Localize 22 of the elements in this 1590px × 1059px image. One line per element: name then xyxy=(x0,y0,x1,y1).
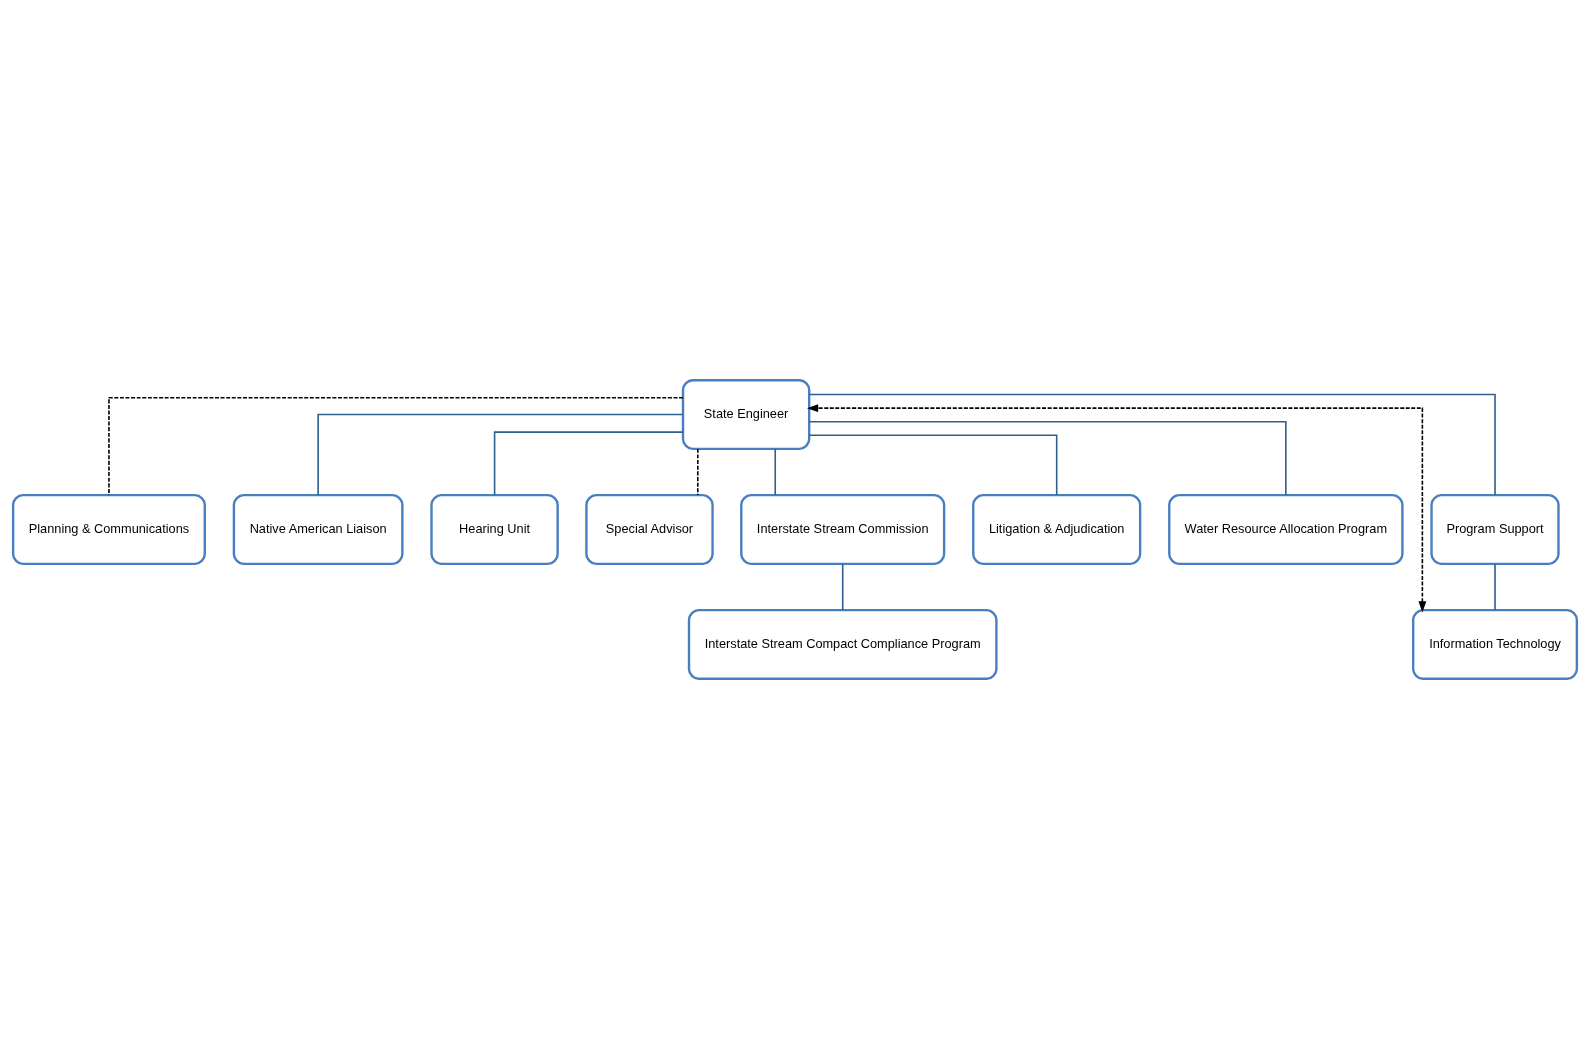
connector xyxy=(108,396,684,496)
node-box: Planning & Communications xyxy=(11,493,206,566)
arrow xyxy=(807,404,1427,613)
connector xyxy=(697,448,699,496)
connector xyxy=(493,431,684,496)
connector xyxy=(1494,563,1496,611)
connector xyxy=(317,413,684,496)
node-box: Information Technology xyxy=(1412,608,1579,680)
connector xyxy=(841,563,844,611)
connector xyxy=(808,420,1287,496)
node-box: Special Advisor xyxy=(585,493,714,566)
node-box: Water Resource Allocation Program xyxy=(1168,493,1404,566)
node-box: Litigation & Adjudication xyxy=(972,493,1142,566)
node-box: Interstate Stream Commission xyxy=(740,493,946,566)
connector xyxy=(808,434,1058,496)
node-box: Hearing Unit xyxy=(430,493,559,566)
connector xyxy=(808,393,1496,496)
connector xyxy=(774,448,777,496)
node-box: Program Support xyxy=(1430,493,1560,566)
node-box: Native American Liaison xyxy=(232,493,404,566)
node-box: State Engineer xyxy=(681,379,811,451)
node-box: Interstate Stream Compact Compliance Program xyxy=(687,608,998,680)
